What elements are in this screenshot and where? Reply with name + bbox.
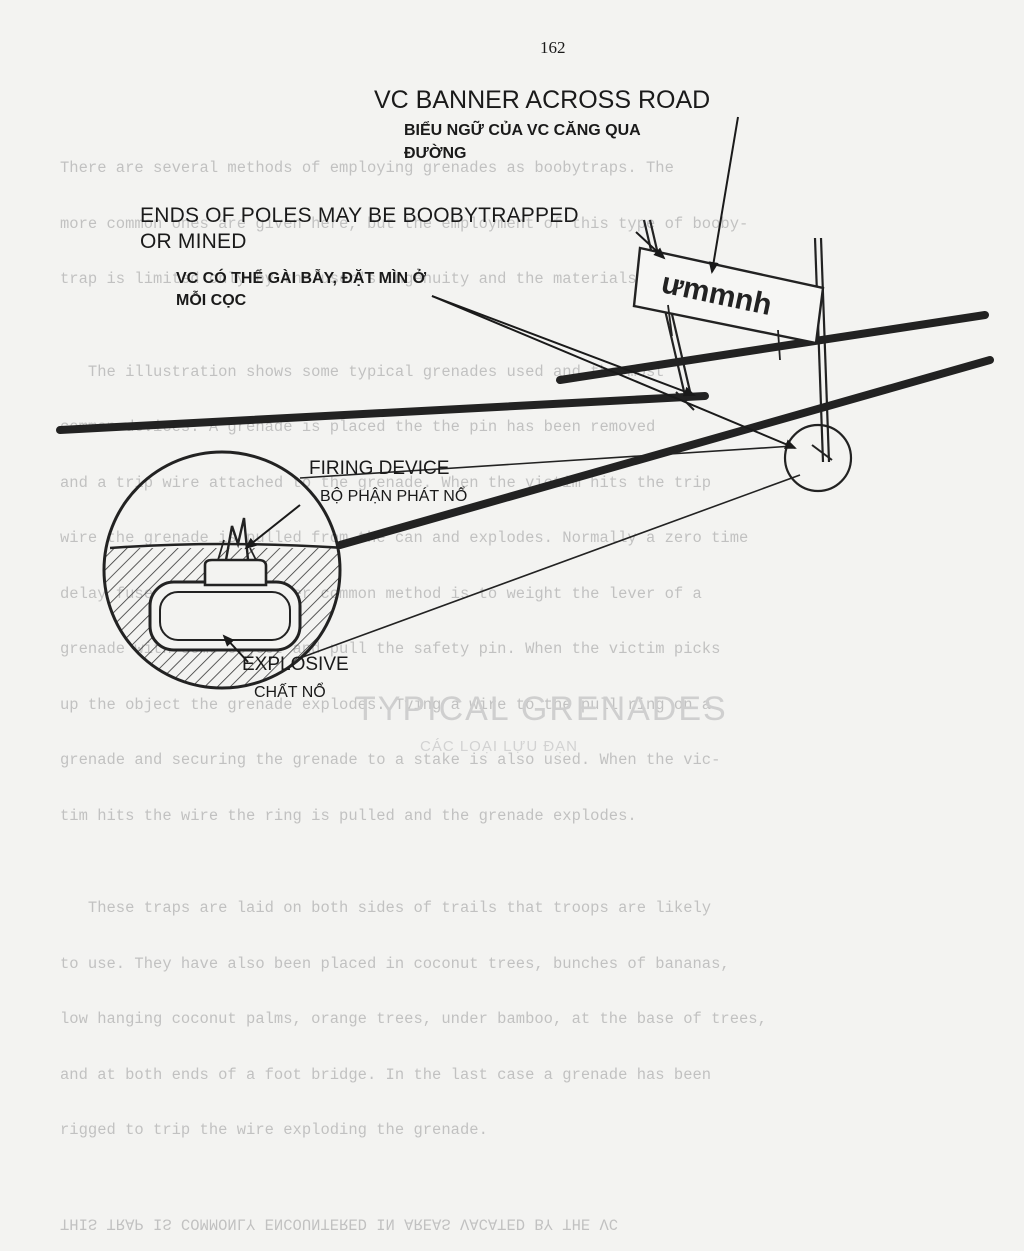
- show-through-line: to use. They have also been placed in co…: [60, 954, 730, 973]
- arrow-pole-left: [635, 231, 666, 260]
- show-through-line: rigged to trip the wire exploding the gr…: [60, 1121, 488, 1139]
- arrow-pole-base-right: [431, 295, 797, 449]
- label-firing-device-english: FIRING DEVICE: [309, 458, 450, 479]
- show-through-title: TYPICAL GRENADES: [355, 690, 728, 728]
- label-firing-device-vietnamese: BỘ PHẬN PHÁT NỔ: [320, 488, 468, 505]
- show-through-subtitle: CÁC LOẠI LỰU ĐẠN: [420, 738, 579, 755]
- banner-pole-right: [811, 237, 833, 463]
- boobytrap-illustration: ưmmnh: [56, 116, 994, 690]
- show-through-line: These traps are laid on both sides of tr…: [60, 899, 712, 917]
- road-edge-left: [56, 392, 709, 434]
- label-banner-english: VC BANNER ACROSS ROAD: [374, 86, 711, 114]
- label-poles-english: ENDS OF POLES MAY BE BOOBYTRAPPED: [140, 204, 579, 227]
- firing-device-shape: [203, 517, 268, 587]
- arrow-explosive: [222, 634, 249, 663]
- show-through-line: and a trip wire attached to the grenade.…: [60, 473, 712, 492]
- lens-leader-upper: [299, 445, 794, 479]
- label-banner-vietnamese: BIỂU NGỮ CỦA VC CĂNG QUA: [404, 122, 641, 139]
- label-poles-vietnamese-line2: MỖI CỌC: [176, 292, 247, 309]
- label-poles-english-line2: OR MINED: [140, 230, 247, 253]
- road-edge-upper-right: [556, 311, 989, 384]
- page-number: 162: [540, 38, 566, 57]
- show-through-mirrored-line: THIS TRAP IS COMMONLY ENCOUNTERED IN ARE…: [60, 1214, 619, 1232]
- label-poles-vietnamese: VC CÓ THỂ GÀI BẪY, ĐẶT MÌN Ở: [176, 270, 427, 287]
- lens-leader-lower: [299, 474, 801, 659]
- show-through-line: low hanging coconut palms, orange trees,…: [60, 1010, 767, 1028]
- arrow-banner: [708, 116, 739, 274]
- show-through-line: tim hits the wire the ring is pulled and…: [60, 806, 637, 825]
- label-explosive-english: EXPLOSIVE: [242, 654, 349, 675]
- arrow-firing-device: [244, 504, 301, 550]
- road-edge-lower: [336, 356, 994, 549]
- label-banner-vietnamese-line2: ĐƯỜNG: [404, 145, 467, 162]
- vc-banner: ưmmnh: [632, 246, 825, 361]
- show-through-line: more common ones are given here, but the…: [60, 214, 749, 233]
- label-explosive-vietnamese: CHẤT NỔ: [254, 684, 326, 701]
- show-through-line: There are several methods of employing g…: [60, 159, 674, 177]
- show-through-line: up the object the grenade explodes. Tyin…: [60, 695, 712, 714]
- show-through-line: and at both ends of a foot bridge. In th…: [60, 1065, 712, 1084]
- show-through-line: grenade and securing the grenade to a st…: [60, 751, 721, 769]
- arrow-pole-base-left: [431, 295, 696, 397]
- pole-base-detail-circle: [783, 423, 853, 493]
